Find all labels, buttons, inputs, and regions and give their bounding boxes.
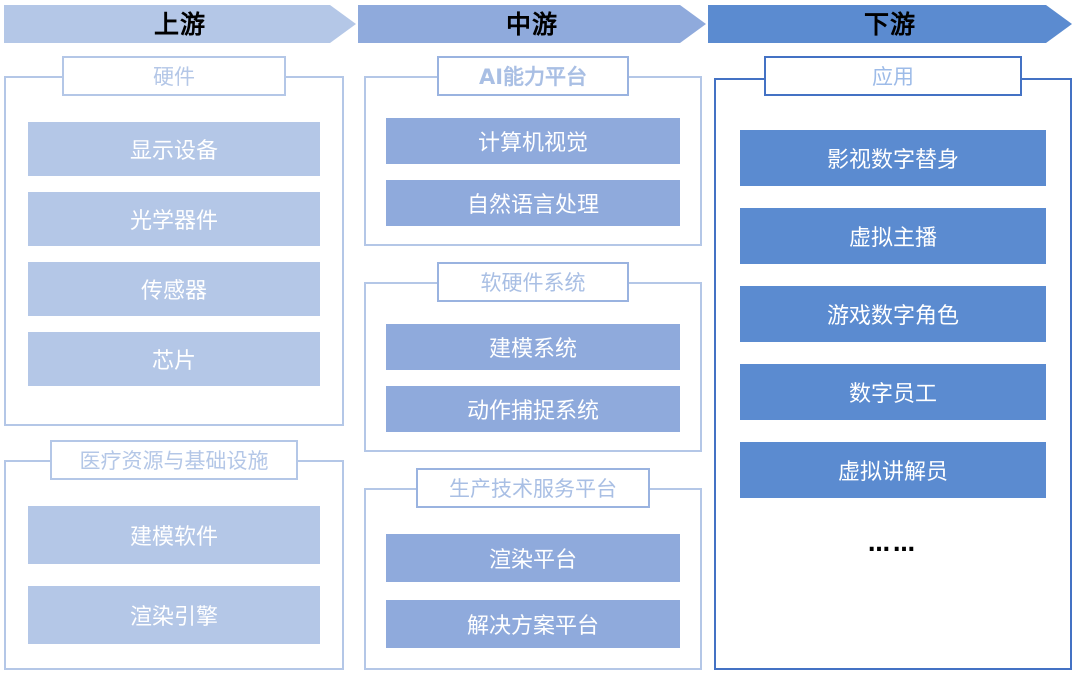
item-digital-employee[interactable]: 数字员工 bbox=[740, 364, 1046, 420]
group-hardware-items: 显示设备 光学器件 传感器 芯片 bbox=[4, 122, 344, 426]
banner-midstream: 中游 bbox=[358, 5, 706, 43]
item-virtual-presenter[interactable]: 虚拟讲解员 bbox=[740, 442, 1046, 498]
group-application: 应用 影视数字替身 虚拟主播 游戏数字角色 数字员工 虚拟讲解员 …… bbox=[714, 56, 1072, 670]
banner-downstream: 下游 bbox=[708, 5, 1072, 43]
item-ellipsis: …… bbox=[868, 531, 918, 557]
item-film-digital-double[interactable]: 影视数字替身 bbox=[740, 130, 1046, 186]
group-production-tech-service-platform-title: 生产技术服务平台 bbox=[416, 468, 650, 508]
group-software-hardware-system-items: 建模系统 动作捕捉系统 bbox=[364, 324, 702, 452]
item-display-device[interactable]: 显示设备 bbox=[28, 122, 320, 176]
banner-downstream-label: 下游 bbox=[863, 10, 916, 39]
group-hardware: 硬件 显示设备 光学器件 传感器 芯片 bbox=[4, 56, 344, 426]
item-nlp[interactable]: 自然语言处理 bbox=[386, 180, 680, 226]
group-medical-resources-items: 建模软件 渲染引擎 bbox=[4, 506, 344, 670]
item-chip[interactable]: 芯片 bbox=[28, 332, 320, 386]
item-game-digital-character[interactable]: 游戏数字角色 bbox=[740, 286, 1046, 342]
banner-upstream-label: 上游 bbox=[153, 10, 206, 39]
banner-midstream-label: 中游 bbox=[505, 10, 558, 39]
group-application-title: 应用 bbox=[764, 56, 1022, 96]
group-production-tech-service-platform-items: 渲染平台 解决方案平台 bbox=[364, 534, 702, 670]
item-render-engine[interactable]: 渲染引擎 bbox=[28, 586, 320, 644]
group-ai-capability-platform-title: AI能力平台 bbox=[437, 56, 629, 96]
banner-upstream: 上游 bbox=[4, 5, 356, 43]
item-modeling-software[interactable]: 建模软件 bbox=[28, 506, 320, 564]
item-render-platform[interactable]: 渲染平台 bbox=[386, 534, 680, 582]
item-sensor[interactable]: 传感器 bbox=[28, 262, 320, 316]
group-software-hardware-system-title: 软硬件系统 bbox=[437, 262, 629, 302]
group-ai-capability-platform: AI能力平台 计算机视觉 自然语言处理 bbox=[364, 56, 702, 246]
group-hardware-title: 硬件 bbox=[62, 56, 286, 96]
item-modeling-system[interactable]: 建模系统 bbox=[386, 324, 680, 370]
item-optical-component[interactable]: 光学器件 bbox=[28, 192, 320, 246]
group-production-tech-service-platform: 生产技术服务平台 渲染平台 解决方案平台 bbox=[364, 468, 702, 670]
group-medical-resources-title: 医疗资源与基础设施 bbox=[50, 440, 298, 480]
group-software-hardware-system: 软硬件系统 建模系统 动作捕捉系统 bbox=[364, 262, 702, 452]
item-motion-capture-system[interactable]: 动作捕捉系统 bbox=[386, 386, 680, 432]
group-application-items: 影视数字替身 虚拟主播 游戏数字角色 数字员工 虚拟讲解员 …… bbox=[714, 130, 1072, 670]
item-computer-vision[interactable]: 计算机视觉 bbox=[386, 118, 680, 164]
item-solution-platform[interactable]: 解决方案平台 bbox=[386, 600, 680, 648]
group-ai-capability-platform-items: 计算机视觉 自然语言处理 bbox=[364, 118, 702, 246]
group-medical-resources: 医疗资源与基础设施 建模软件 渲染引擎 bbox=[4, 440, 344, 670]
item-virtual-anchor[interactable]: 虚拟主播 bbox=[740, 208, 1046, 264]
